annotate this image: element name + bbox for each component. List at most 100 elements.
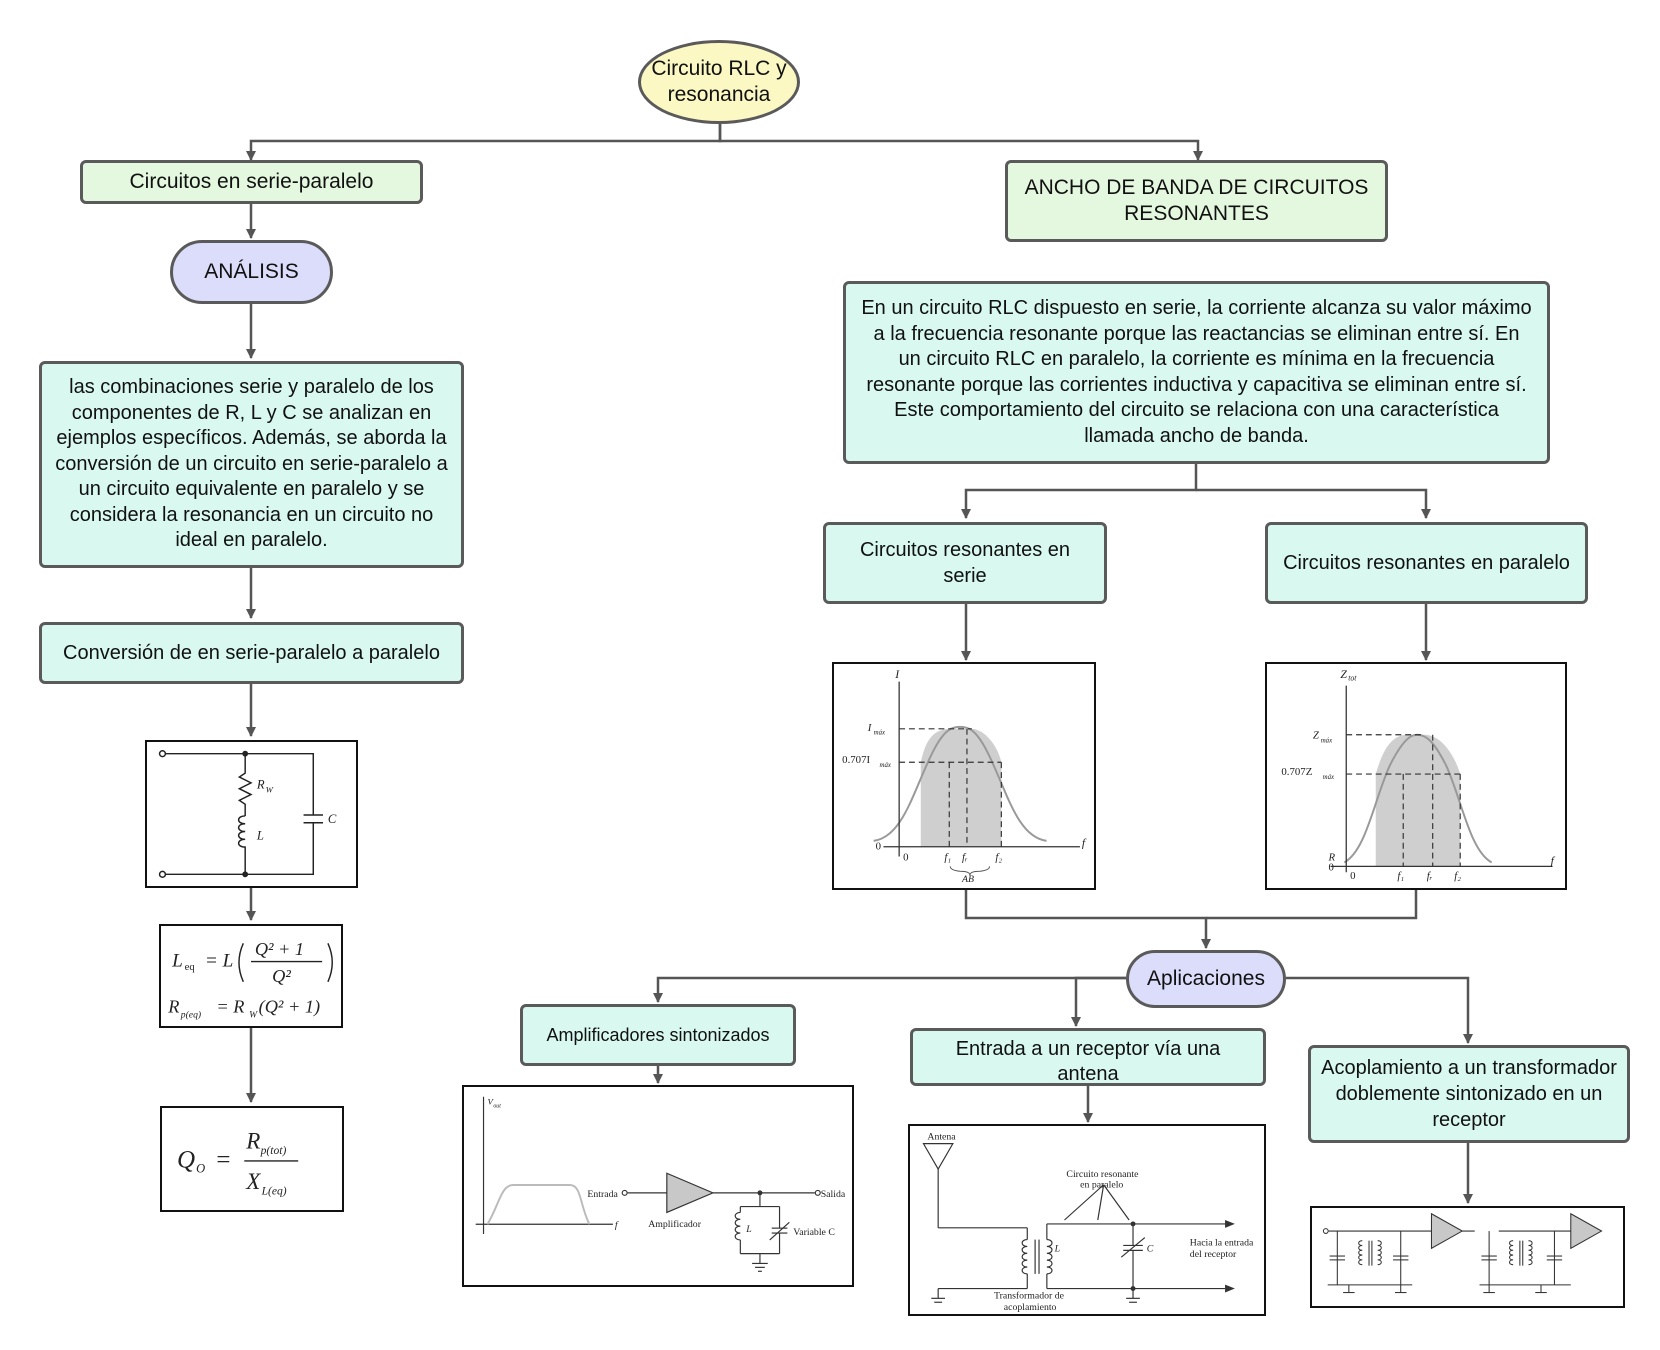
sg-zero: 0	[876, 841, 881, 853]
series-parallel-title-box: Circuitos en serie-paralelo	[80, 160, 423, 204]
bandwidth-title-box: ANCHO DE BANDA DE CIRCUITOS RESONANTES	[1005, 160, 1388, 242]
ant-resonant2: en paralelo	[1080, 1180, 1123, 1191]
sg-p707-sub: máx	[880, 762, 891, 769]
pg-origin: 0	[1350, 870, 1355, 882]
sg-max-sub: máx	[874, 730, 885, 737]
pg-f1: f₁	[1397, 870, 1404, 882]
coupling-box: Acoplamiento a un transformador doblemen…	[1308, 1045, 1630, 1143]
pg-zero: 0	[1329, 861, 1334, 873]
amp-l: L	[745, 1224, 751, 1235]
amp-vout-sub: out	[493, 1104, 501, 1110]
connector-rdesc-split	[961, 464, 1198, 519]
bandwidth-description-box: En un circuito RLC dispuesto en serie, l…	[843, 281, 1550, 464]
connector-graphs-apps2	[1206, 890, 1418, 920]
rp-lhs-sub: p(eq)	[180, 1009, 201, 1020]
tuned-amplifier-figure: V out f Entrada Amplificador Salida L Va…	[462, 1085, 854, 1287]
leq-lhs-sub: eq	[185, 962, 196, 973]
leq-den: Q²	[272, 966, 291, 986]
sg-f: f	[1082, 837, 1087, 850]
series-resonant-box: Circuitos resonantes en serie	[823, 522, 1107, 604]
double-tuned-coupling-figure	[1310, 1206, 1625, 1308]
parallel-resonance-graph: Z tot Z máx 0.707Z máx R 0 0 f₁ fᵣ f₂ f	[1265, 662, 1567, 890]
analysis-node: ANÁLISIS	[170, 240, 333, 304]
series-resonance-graph: I I máx 0.707I máx 0 0 f₁ fᵣ f₂ f AB	[832, 662, 1096, 890]
c-label: C	[328, 812, 337, 826]
antenna-input-box: Entrada a un receptor vía una antena	[910, 1028, 1266, 1086]
applications-label: Aplicaciones	[1147, 967, 1265, 990]
leq-eq: = L	[205, 950, 233, 971]
q-den-sub: L(eq)	[261, 1186, 287, 1198]
connector-apps-antenna	[1071, 976, 1126, 1027]
tuned-amplifier-diagram: V out f Entrada Amplificador Salida L Va…	[475, 1097, 846, 1272]
root-node: Circuito RLC y resonancia	[638, 40, 800, 124]
rw-label: R	[256, 778, 265, 792]
ant-l: L	[1054, 1243, 1060, 1254]
leq-num: Q² + 1	[255, 939, 304, 959]
connector-graphs-apps	[964, 890, 1211, 949]
parallel-resonant-box: Circuitos resonantes en paralelo	[1265, 522, 1588, 604]
ant-antena: Antena	[927, 1132, 956, 1143]
amp-salida: Salida	[821, 1189, 846, 1200]
double-tuned-diagram	[1322, 1212, 1603, 1294]
conversion-box: Conversión de en serie-paralelo a parale…	[39, 622, 464, 684]
connector-apps-coupling	[1286, 976, 1473, 1044]
parallel-impedance-curve: Z tot Z máx 0.707Z máx R 0 0 f₁ fᵣ f₂ f	[1281, 668, 1556, 882]
pg-y-axis: Z	[1340, 668, 1347, 681]
ant-trafo: Transformador de	[994, 1290, 1064, 1301]
equivalent-formula-figure: L eq = L Q² + 1 Q² R p(eq) = R W (Q² + 1…	[159, 924, 343, 1028]
pg-f: f	[1551, 854, 1556, 867]
antenna-diagram: Antena Circuito resonante en paralelo L …	[922, 1132, 1254, 1313]
ant-trafo2: acoplamiento	[1004, 1302, 1057, 1313]
ant-hacia: Hacia la entrada	[1190, 1237, 1254, 1248]
rw-sub-label: W	[266, 785, 274, 795]
sg-p707: 0.707I	[842, 754, 870, 766]
circuit-diagram: R W L C	[158, 750, 337, 878]
antenna-input-label: Entrada a un receptor vía una antena	[955, 1038, 1221, 1085]
amp-entrada: Entrada	[587, 1189, 618, 1200]
pg-fr: fᵣ	[1427, 870, 1433, 882]
conversion-label: Conversión de en serie-paralelo a parale…	[63, 642, 440, 664]
connector-root-left	[246, 124, 722, 161]
bandwidth-title: ANCHO DE BANDA DE CIRCUITOS RESONANTES	[1024, 176, 1369, 225]
q-equals: =	[216, 1147, 230, 1174]
q-lhs-sub: O	[196, 1161, 205, 1175]
pg-max: Z	[1313, 730, 1320, 742]
analysis-label: ANÁLISIS	[204, 260, 299, 283]
coupling-label: Acoplamiento a un transformador doblemen…	[1321, 1057, 1617, 1131]
leq-rp-formula: L eq = L Q² + 1 Q² R p(eq) = R W (Q² + 1…	[167, 939, 333, 1020]
root-label: Circuito RLC y resonancia	[651, 57, 787, 106]
pg-r: R	[1328, 851, 1336, 863]
amp-amplificador: Amplificador	[648, 1219, 702, 1230]
q-num-sub: p(tot)	[260, 1145, 287, 1157]
amp-f: f	[615, 1220, 619, 1231]
quality-factor-figure: Q O = R p(tot) X L(eq)	[160, 1106, 344, 1212]
amp-vout: V	[487, 1097, 494, 1107]
rp-rhs-sub: W	[249, 1009, 258, 1020]
q-den: X	[245, 1168, 261, 1194]
series-resonant-title: Circuitos resonantes en serie	[859, 539, 1071, 587]
series-parallel-title: Circuitos en serie-paralelo	[129, 170, 374, 193]
pg-f2: f₂	[1454, 870, 1461, 882]
series-current-curve: I I máx 0.707I máx 0 0 f₁ fᵣ f₂ f AB	[842, 668, 1087, 885]
rp-tail: (Q² + 1)	[259, 997, 320, 1018]
bandwidth-description: En un circuito RLC dispuesto en serie, l…	[861, 297, 1532, 447]
parallel-resonant-title: Circuitos resonantes en paralelo	[1283, 552, 1570, 574]
pg-p707-sub: máx	[1323, 774, 1334, 781]
tuned-amplifier-label: Amplificadores sintonizados	[546, 1025, 770, 1045]
leq-lhs: L	[171, 950, 183, 971]
tuned-amplifier-box: Amplificadores sintonizados	[520, 1004, 796, 1066]
q-formula: Q O = R p(tot) X L(eq)	[177, 1127, 299, 1198]
sg-f1: f₁	[944, 851, 951, 863]
pg-max-sub: máx	[1321, 738, 1332, 745]
pg-p707: 0.707Z	[1281, 766, 1312, 778]
connector-rdesc-split2	[1196, 488, 1431, 519]
ant-hacia2: del receptor	[1190, 1249, 1237, 1260]
ant-c: C	[1147, 1243, 1154, 1254]
pg-y-sub: tot	[1348, 674, 1357, 683]
sg-bw: AB	[961, 874, 974, 885]
rp-lhs: R	[167, 997, 179, 1017]
series-parallel-description: las combinaciones serie y paralelo de lo…	[55, 376, 448, 552]
series-parallel-circuit-figure: R W L C	[145, 740, 358, 888]
